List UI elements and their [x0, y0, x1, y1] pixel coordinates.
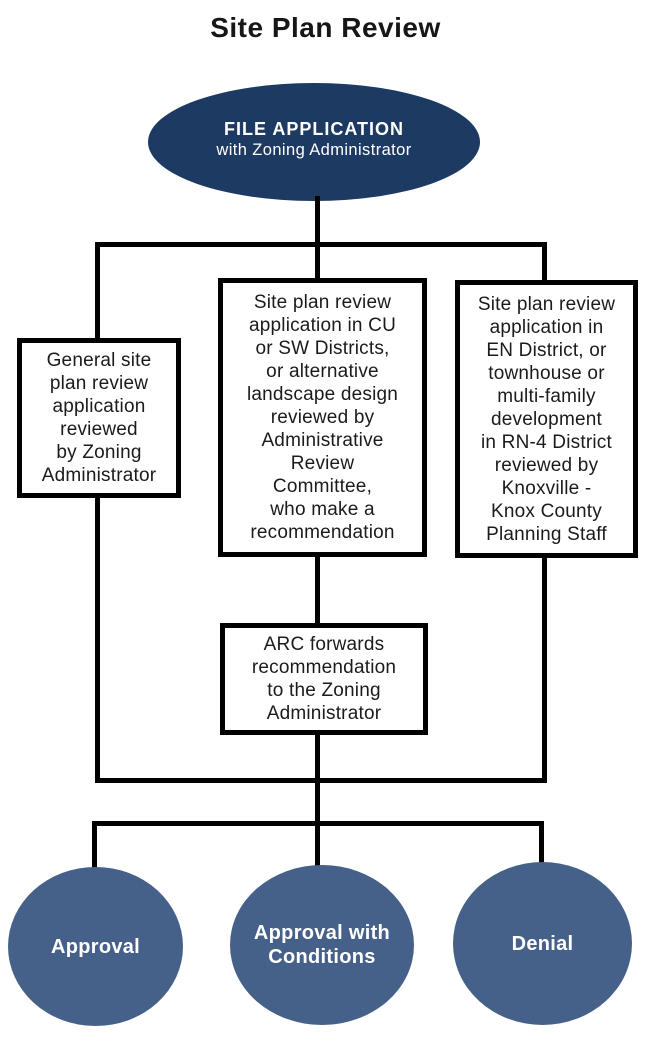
start-node-subtitle: with Zoning Administrator — [216, 140, 412, 159]
connector-start-to-branch — [315, 196, 320, 282]
connector-branch-line — [95, 242, 547, 247]
connector-branch-to-planning — [542, 242, 547, 283]
connector-merge-line — [95, 778, 547, 783]
box-general-review: General site plan review application rev… — [17, 338, 181, 498]
box-general-review-text: General site plan review application rev… — [41, 350, 157, 486]
start-node-file-application: FILE APPLICATION with Zoning Administrat… — [148, 83, 480, 201]
box-planning-staff-review-text: Site plan review application in EN Distr… — [477, 293, 616, 545]
connector-to-denial — [539, 821, 544, 865]
connector-to-approval — [92, 821, 97, 869]
connector-planning-to-merge — [542, 556, 547, 783]
connector-outcome-line — [92, 821, 544, 826]
box-arc-forwards: ARC forwards recommendation to the Zonin… — [220, 623, 428, 735]
box-arc-review: Site plan review application in CU or SW… — [218, 278, 427, 557]
outcome-approval: Approval — [8, 867, 183, 1026]
page-title: Site Plan Review — [210, 12, 441, 43]
connector-arc-review-to-arc-forward — [315, 555, 320, 625]
outcome-approval-with-conditions: Approval with Conditions — [230, 865, 414, 1025]
outcome-denial: Denial — [453, 862, 632, 1025]
connector-branch-to-general — [95, 242, 100, 341]
connector-general-to-merge — [95, 496, 100, 783]
connector-arc-forward-to-conditions — [315, 733, 320, 866]
box-arc-review-text: Site plan review application in CU or SW… — [246, 292, 399, 543]
start-node-title: FILE APPLICATION — [224, 118, 404, 139]
box-arc-forwards-text: ARC forwards recommendation to the Zonin… — [251, 634, 397, 724]
box-planning-staff-review: Site plan review application in EN Distr… — [455, 280, 638, 558]
